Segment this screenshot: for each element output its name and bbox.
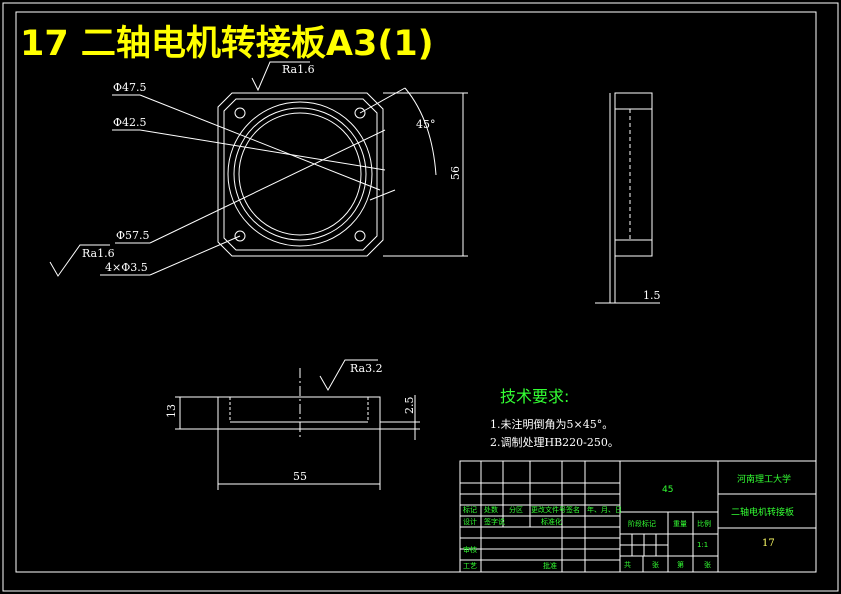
roughness-top-label: Ra1.6 (282, 63, 315, 76)
tb-label-sheets: 张 (652, 560, 659, 569)
inner-border (15, 11, 817, 573)
section-view (175, 359, 420, 490)
note-item-1: 1.未注明倒角为5×45°。 (490, 417, 613, 431)
tb-label-weight: 重量 (673, 520, 687, 528)
circle-d57 (227, 101, 373, 247)
hole-top-left (234, 107, 246, 119)
dim-d42-label: Φ42.5 (113, 116, 147, 129)
dim-holes-label: 4×Φ3.5 (105, 261, 148, 274)
circle-d47 (233, 107, 367, 241)
tb-label-sign: 签名 (566, 505, 580, 514)
dim-thickness-label: 1.5 (643, 289, 661, 302)
title-block (459, 460, 817, 573)
section-roughness-label: Ra3.2 (350, 362, 383, 375)
note-item-2: 2.调制处理HB220-250。 (490, 436, 619, 449)
tb-label-approve: 批准 (543, 561, 557, 570)
tb-label-total: 共 (624, 560, 631, 569)
tb-part-name: 二轴电机转接板 (731, 506, 794, 518)
tb-material: 45 (662, 485, 673, 495)
tb-label-count: 处数 (484, 505, 498, 514)
tb-drawing-no: 17 (762, 538, 775, 549)
plate-outline (217, 92, 384, 257)
tb-label-date: 年、月、日 (587, 505, 622, 514)
tb-label-design: 设计 (463, 517, 477, 526)
circle-d42 (238, 112, 362, 236)
tb-scale: 1:1 (697, 541, 708, 549)
tb-label-review: 审核 (463, 545, 477, 554)
hole-bottom-right (354, 230, 366, 242)
dim-d57-label: Φ57.5 (116, 229, 150, 242)
front-view (49, 61, 468, 277)
tb-label-stage: 阶段标记 (628, 519, 656, 528)
tb-label-signer: 签字说 (484, 517, 505, 526)
tb-label-mark: 标记 (463, 505, 477, 514)
tb-label-standard: 标准化 (541, 517, 562, 526)
hole-bottom-left (234, 230, 246, 242)
tb-university: 河南理工大学 (737, 473, 791, 485)
dim-height-label: 56 (449, 166, 462, 180)
dim-angle-label: 45° (416, 118, 436, 131)
tb-label-sheet: 张 (704, 560, 711, 569)
tb-label-scale: 比例 (697, 519, 711, 528)
tb-label-no: 第 (677, 560, 684, 569)
dim-width-label: 55 (293, 470, 307, 483)
side-view (595, 92, 660, 304)
tb-label-process: 工艺 (463, 562, 477, 570)
notes-heading: 技术要求: (500, 387, 569, 406)
drawing-title: 17 二轴电机转接板A3(1) (20, 24, 434, 64)
dim-section-height-label: 13 (165, 404, 178, 418)
dim-step-label: 2.5 (403, 397, 416, 415)
tb-label-zone: 分区 (509, 505, 523, 514)
plate-inner-chamfer (223, 98, 378, 251)
hole-top-right (354, 107, 366, 119)
roughness-left-label: Ra1.6 (82, 247, 115, 260)
tb-label-change-doc: 更改文件号 (531, 505, 566, 514)
dim-d47-label: Φ47.5 (113, 81, 147, 94)
